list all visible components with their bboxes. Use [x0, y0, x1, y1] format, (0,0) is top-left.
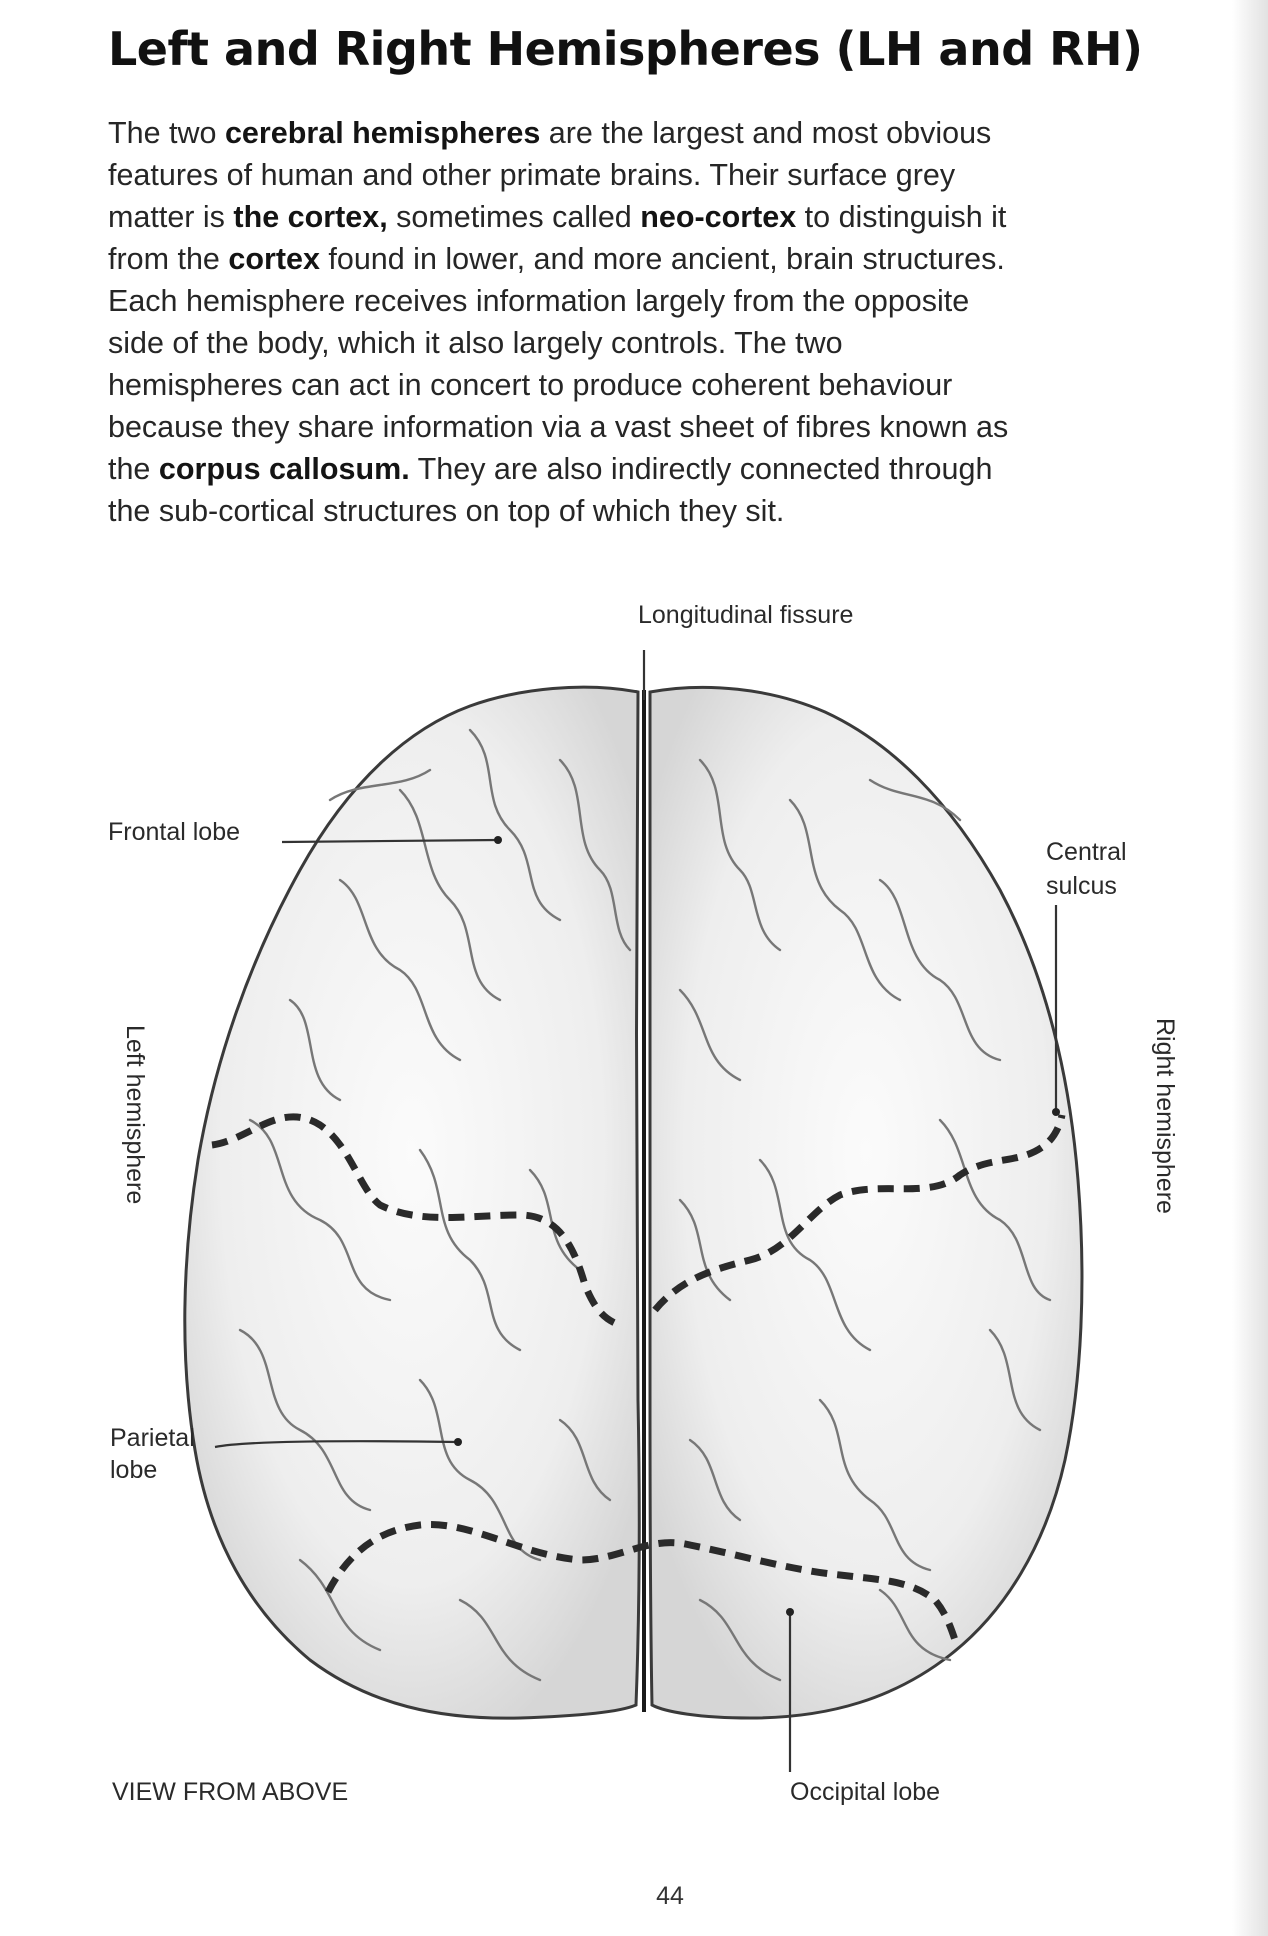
text-run: side of the body, which it also largely … — [108, 326, 843, 360]
label-frontal-lobe: Frontal lobe — [108, 818, 241, 846]
paragraph-line: The two cerebral hemispheres are the lar… — [108, 112, 1168, 154]
text-run: found in lower, and more ancient, brain … — [319, 242, 1005, 276]
gyri-texture — [238, 728, 1052, 1682]
bold-term: the cortex, — [233, 200, 388, 234]
label-left-hemisphere: Left hemisphere — [121, 1025, 149, 1205]
label-longitudinal-fissure: Longitudinal fissure — [638, 601, 854, 629]
bold-term: corpus callosum. — [158, 452, 410, 486]
text-run: because they share information via a vas… — [108, 410, 1009, 444]
text-run: features of human and other primate brai… — [108, 158, 956, 192]
bold-term: cerebral hemispheres — [224, 116, 541, 150]
text-run: Each hemisphere receives information lar… — [108, 284, 970, 318]
paragraph-line: the sub-cortical structures on top of wh… — [108, 490, 1168, 532]
text-run: sometimes called — [387, 200, 641, 234]
text-run: They are also indirectly connected throu… — [409, 452, 993, 486]
page-title: Left and Right Hemispheres (LH and RH) — [108, 22, 1143, 76]
parieto-occipital-dashed — [324, 1521, 959, 1642]
paragraph-line: from the cortex found in lower, and more… — [108, 238, 1168, 280]
central-sulcus-dashed-right — [652, 1114, 1066, 1313]
page-number: 44 — [656, 1882, 684, 1910]
bold-term: cortex — [228, 242, 320, 276]
page-edge-shadow — [1232, 0, 1268, 1936]
text-run: matter is — [108, 200, 234, 234]
paragraph-line: because they share information via a vas… — [108, 406, 1168, 448]
paragraph-line: Each hemisphere receives information lar… — [108, 280, 1168, 322]
label-parietal-lobe-line2: lobe — [110, 1456, 158, 1484]
leader-frontal-lobe — [281, 838, 499, 844]
leader-dots — [454, 836, 1060, 1616]
right-hemisphere-shape — [648, 685, 1084, 1720]
label-occipital-lobe: Occipital lobe — [790, 1778, 941, 1806]
leader-lines — [214, 650, 1058, 1772]
text-run: The two — [108, 116, 225, 150]
left-hemisphere-shape — [183, 685, 641, 1720]
intro-paragraph: The two cerebral hemispheres are the lar… — [108, 112, 1168, 532]
label-central-sulcus-line1: Central — [1046, 838, 1127, 866]
leader-parietal-lobe — [214, 1440, 459, 1449]
text-run: from the — [108, 242, 229, 276]
text-run: the — [108, 452, 159, 486]
text-run: the sub-cortical structures on top of wh… — [108, 494, 785, 528]
paragraph-line: the corpus callosum. They are also indir… — [108, 448, 1168, 490]
paragraph-line: hemispheres can act in concert to produc… — [108, 364, 1168, 406]
text-run: are the largest and most obvious — [540, 116, 992, 150]
central-sulcus-dashed-left — [211, 1113, 622, 1329]
bold-term: neo-cortex — [640, 200, 797, 234]
label-parietal-lobe-line1: Parietal — [110, 1424, 195, 1452]
paragraph-line: features of human and other primate brai… — [108, 154, 1168, 196]
label-central-sulcus-line2: sulcus — [1046, 872, 1117, 900]
label-right-hemisphere: Right hemisphere — [1151, 1018, 1179, 1214]
text-run: to distinguish it — [796, 200, 1007, 234]
paragraph-line: side of the body, which it also largely … — [108, 322, 1168, 364]
paragraph-line: matter is the cortex, sometimes called n… — [108, 196, 1168, 238]
label-view-from-above: VIEW FROM ABOVE — [112, 1778, 349, 1806]
text-run: hemispheres can act in concert to produc… — [108, 368, 953, 402]
